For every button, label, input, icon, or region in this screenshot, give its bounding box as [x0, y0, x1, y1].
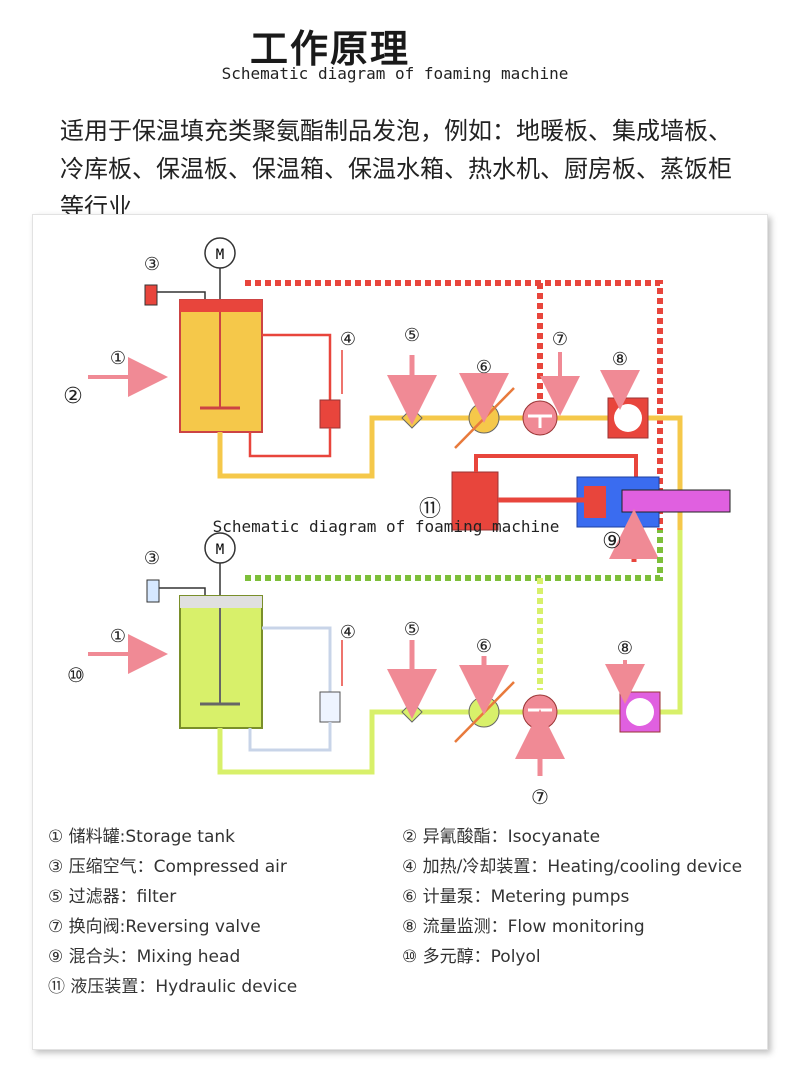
- marker-5-top: ⑤: [404, 325, 420, 346]
- marker-4-bottom: ④: [340, 622, 356, 643]
- top-motor-label: M: [216, 247, 224, 263]
- mixing-core: [621, 489, 731, 513]
- marker-8-top: ⑧: [612, 349, 628, 370]
- marker-6-bottom: ⑥: [476, 636, 492, 657]
- marker-8-bottom: ⑧: [617, 638, 633, 659]
- marker-2: ②: [63, 384, 83, 409]
- top-air-valve: [144, 284, 158, 306]
- top-heating-line: [262, 333, 332, 400]
- legend-hydraulic-device: ⑪ 液压装置：Hydraulic device: [48, 977, 298, 997]
- top-feed-line: [217, 415, 683, 530]
- page-title: 工作原理: [249, 27, 410, 71]
- marker-6-top: ⑥: [476, 357, 492, 378]
- bottom-air-valve: [146, 579, 160, 603]
- bottom-heating-line: [262, 626, 332, 692]
- bottom-filter: [401, 701, 423, 723]
- bottom-heater: [319, 691, 341, 723]
- marker-1-top: ①: [110, 348, 126, 369]
- hydraulic-unit: [451, 471, 499, 531]
- marker-7-bottom: ⑦: [531, 785, 549, 809]
- legend-mixing-head: ⑨ 混合头：Mixing head: [48, 947, 241, 967]
- diagram-watermark: Schematic diagram of foaming machine: [213, 517, 560, 536]
- top-filter: [401, 407, 423, 429]
- marker-3-bottom: ③: [144, 548, 160, 569]
- bottom-feed-line: [217, 530, 683, 775]
- legend-compressed-air: ③ 压缩空气：Compressed air: [48, 857, 287, 877]
- page-subtitle: Schematic diagram of foaming machine: [221, 64, 569, 83]
- bottom-motor-label: M: [216, 542, 224, 558]
- marker-3-top: ③: [144, 254, 160, 275]
- legend-filter: ⑤ 过滤器：filter: [48, 887, 177, 907]
- legend-metering-pumps: ⑥ 计量泵：Metering pumps: [402, 887, 630, 907]
- bottom-return-line: [245, 530, 663, 581]
- marker-4-top: ④: [340, 329, 356, 350]
- marker-9: ⑨: [602, 529, 622, 554]
- top-return-line: [245, 280, 663, 530]
- marker-11: ⑪: [419, 497, 441, 522]
- legend-storage-tank: ① 储料罐:Storage tank: [48, 827, 235, 847]
- description-line-1: 适用于保温填充类聚氨酯制品发泡，例如：地暖板、集成墙板、: [60, 117, 732, 145]
- legend-polyol: ⑩ 多元醇：Polyol: [402, 947, 541, 967]
- marker-1-bottom: ①: [110, 626, 126, 647]
- top-heater: [319, 399, 341, 429]
- marker-10: ⑩: [67, 663, 85, 687]
- diagram-panel: [32, 214, 768, 1050]
- legend-flow-monitoring: ⑧ 流量监测：Flow monitoring: [402, 917, 645, 937]
- marker-7-top: ⑦: [552, 329, 568, 350]
- legend-heating-cooling: ④ 加热/冷却装置：Heating/cooling device: [402, 857, 743, 877]
- marker-5-bottom: ⑤: [404, 619, 420, 640]
- legend-isocyanate: ② 异氰酸酯：Isocyanate: [402, 827, 601, 847]
- legend-reversing-valve: ⑦ 换向阀:Reversing valve: [48, 917, 261, 937]
- description-line-2: 冷库板、保温板、保温箱、保温水箱、热水机、厨房板、蒸饭柜: [60, 155, 732, 183]
